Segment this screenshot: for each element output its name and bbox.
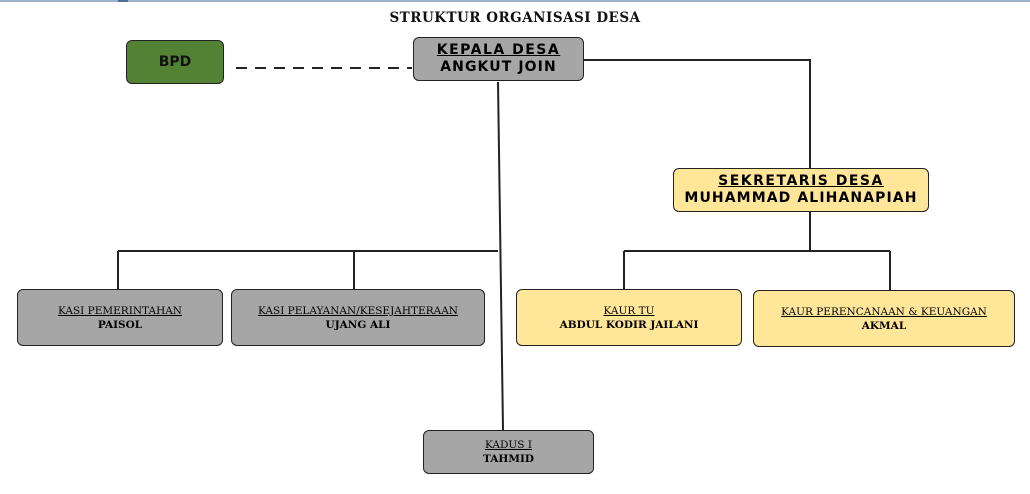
chart-title: STRUKTUR ORGANISASI DESA [389, 10, 641, 26]
kasi-pelayanan-role: KASI PELAYANAN/KESEJAHTERAAN [258, 304, 458, 317]
sekretaris-desa-role: SEKRETARIS DESA [718, 173, 884, 189]
kadus-name: TAHMID [483, 453, 534, 465]
sekretaris-desa-name: MUHAMMAD ALIHANAPIAH [684, 190, 918, 206]
kaur-tu-box: KAUR TU ABDUL KODIR JAILANI [516, 289, 742, 346]
kasi-pelayanan-box: KASI PELAYANAN/KESEJAHTERAAN UJANG ALI [231, 289, 485, 346]
kasi-pemerintahan-box: KASI PEMERINTAHAN PAISOL [17, 289, 223, 346]
kaur-perencanaan-role: KAUR PERENCANAAN & KEUANGAN [781, 305, 987, 318]
bpd-box: BPD [126, 40, 224, 84]
kasi-pemerintahan-role: KASI PEMERINTAHAN [57, 304, 182, 317]
kaur-perencanaan-name: AKMAL [861, 319, 907, 332]
top-border-mark [118, 0, 128, 2]
kadus-box: KADUS I TAHMID [423, 430, 594, 474]
kadus-role: KADUS I [485, 439, 532, 451]
kaur-perencanaan-box: KAUR PERENCANAAN & KEUANGAN AKMAL [753, 290, 1015, 347]
bpd-label: BPD [158, 54, 192, 70]
sekretaris-desa-box: SEKRETARIS DESA MUHAMMAD ALIHANAPIAH [673, 168, 929, 212]
kaur-tu-role: KAUR TU [603, 304, 655, 317]
kepala-desa-box: KEPALA DESA ANGKUT JOIN [413, 37, 584, 81]
top-border [0, 0, 1030, 2]
kepala-to-sekretaris-line [584, 59, 811, 168]
kepala-to-kadus-line [497, 81, 504, 431]
kepala-desa-name: ANGKUT JOIN [440, 59, 557, 75]
kepala-desa-role: KEPALA DESA [436, 42, 561, 58]
kasi-pemerintahan-name: PAISOL [97, 318, 143, 331]
kasi-pelayanan-name: UJANG ALI [325, 318, 391, 331]
kaur-tu-name: ABDUL KODIR JAILANI [559, 318, 699, 331]
